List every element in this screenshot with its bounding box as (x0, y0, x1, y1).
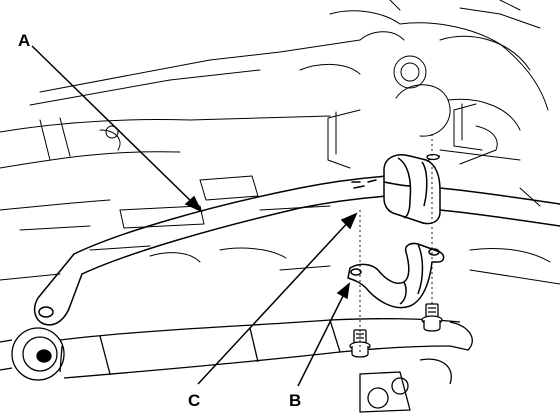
label-b: B (289, 391, 301, 410)
leader-c (197, 217, 353, 385)
subframe (0, 0, 560, 285)
leader-a (31, 45, 197, 207)
label-a: A (18, 31, 30, 50)
arrowhead-b (336, 282, 351, 300)
arrowhead-c (340, 212, 358, 230)
stabilizer-bar (33, 175, 560, 326)
callout-leaders (31, 45, 358, 387)
bushing-holder (347, 242, 445, 309)
suspension-arm (0, 318, 473, 413)
bushing (383, 154, 441, 225)
label-c: C (188, 391, 200, 410)
alignment-guides (359, 132, 433, 352)
arrowhead-a (184, 195, 203, 213)
leader-b (297, 289, 347, 387)
